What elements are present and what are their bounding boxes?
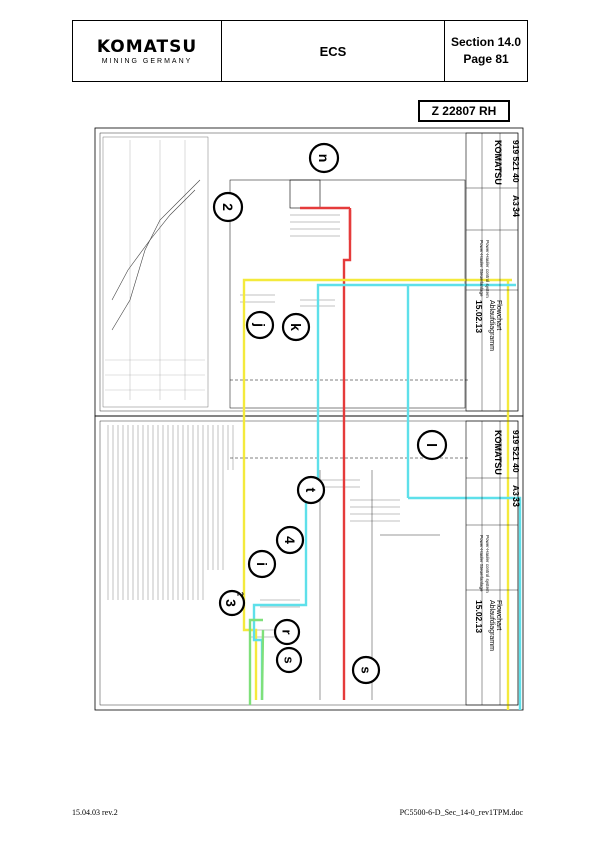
yellow-signal-line <box>242 278 512 700</box>
logo-brand: KOMATSU <box>96 36 198 57</box>
bottom-date: 15.02.13 <box>474 600 484 633</box>
bottom-company-sub: MINING GERMANY <box>498 430 503 466</box>
graph-panel <box>102 136 209 408</box>
bottom-desc2: Flowchart <box>495 600 502 630</box>
upper-sheet-frame <box>94 127 524 417</box>
top-desc4: Power-Hauler control system <box>485 240 490 298</box>
svg-text:k: k <box>288 323 304 331</box>
page-label: Page 81 <box>463 52 509 66</box>
top-desc2: Flowchart <box>495 300 502 330</box>
top-company-sub: MINING GERMANY <box>498 140 503 176</box>
callout-4: 4 <box>275 525 305 555</box>
company-logo: KOMATSU MINING GERMANY <box>73 21 222 81</box>
svg-text:j: j <box>252 322 268 327</box>
section-label: Section 14.0 <box>450 35 522 49</box>
bottom-sheet: 33 <box>511 497 521 507</box>
lower-sheet-frame <box>94 415 524 711</box>
signal-lines <box>242 206 522 710</box>
callout-t: t <box>296 475 326 505</box>
top-format: A3 <box>511 195 521 206</box>
svg-text:4: 4 <box>282 536 298 544</box>
callout-l: l <box>416 429 448 461</box>
bottom-company: KOMATSU <box>493 430 503 475</box>
callout-s-lower: s <box>351 655 381 685</box>
top-desc1: Ablaufdiagramm <box>488 300 495 351</box>
callout-markers: n 2 j k l t 4 i 32 r s s <box>212 142 448 685</box>
callout-2: 2 <box>212 191 244 223</box>
footer-revision: 15.04.03 rev.2 <box>72 808 118 817</box>
svg-text:r: r <box>280 629 295 634</box>
top-company: KOMATSU <box>493 140 503 185</box>
svg-text:n: n <box>316 154 332 163</box>
bottom-format: A3 <box>511 485 521 496</box>
bottom-drawing-number: 919 521 40 <box>511 430 521 473</box>
callout-k: k <box>281 312 311 342</box>
top-sheet: 34 <box>511 207 521 217</box>
callout-j: j <box>245 310 275 340</box>
svg-text:3: 3 <box>223 599 239 607</box>
svg-text:t: t <box>303 488 319 493</box>
logo-subtitle: MINING GERMANY <box>101 57 193 65</box>
svg-text:i: i <box>254 562 270 566</box>
document-title: ECS <box>222 21 445 81</box>
callout-s-upper: s <box>275 646 303 674</box>
cyan-signal-line <box>252 283 516 700</box>
drawing-id-label: Z 22807 RH <box>418 100 510 122</box>
svg-text:l: l <box>424 443 440 447</box>
green-signal-line <box>248 618 263 705</box>
title-block-bottom: 919 521 40 A3 33 KOMATSU MINING GERMANY … <box>465 420 521 706</box>
svg-text:s: s <box>282 656 297 663</box>
top-date: 15.02.13 <box>474 300 484 333</box>
bottom-desc1: Ablaufdiagramm <box>488 600 495 651</box>
callout-i: i <box>247 549 277 579</box>
bottom-desc4: Power-Hauler control system <box>485 535 490 593</box>
footer-filename: PC5500-6-D_Sec_14-0_rev1TPM.doc <box>399 808 523 817</box>
callout-n: n <box>308 142 340 174</box>
document-header: KOMATSU MINING GERMANY ECS Section 14.0 … <box>72 20 528 82</box>
section-info: Section 14.0 Page 81 <box>445 21 527 81</box>
notes-text-block <box>107 425 234 600</box>
bottom-desc3: Power-Hauler Steuerlanlage <box>479 535 484 592</box>
svg-text:2: 2 <box>220 203 236 211</box>
svg-text:2: 2 <box>236 592 245 597</box>
top-drawing-number: 919 521 40 <box>511 140 521 183</box>
callout-r: r <box>273 618 301 646</box>
title-block-top: 919 521 40 A3 34 KOMATSU MINING GERMANY … <box>465 132 521 412</box>
top-desc3: Power-Hauler Steuerlanlage <box>479 240 484 297</box>
red-signal-line <box>342 208 352 700</box>
svg-text:s: s <box>359 666 374 673</box>
callout-3-2: 32 <box>218 589 246 617</box>
